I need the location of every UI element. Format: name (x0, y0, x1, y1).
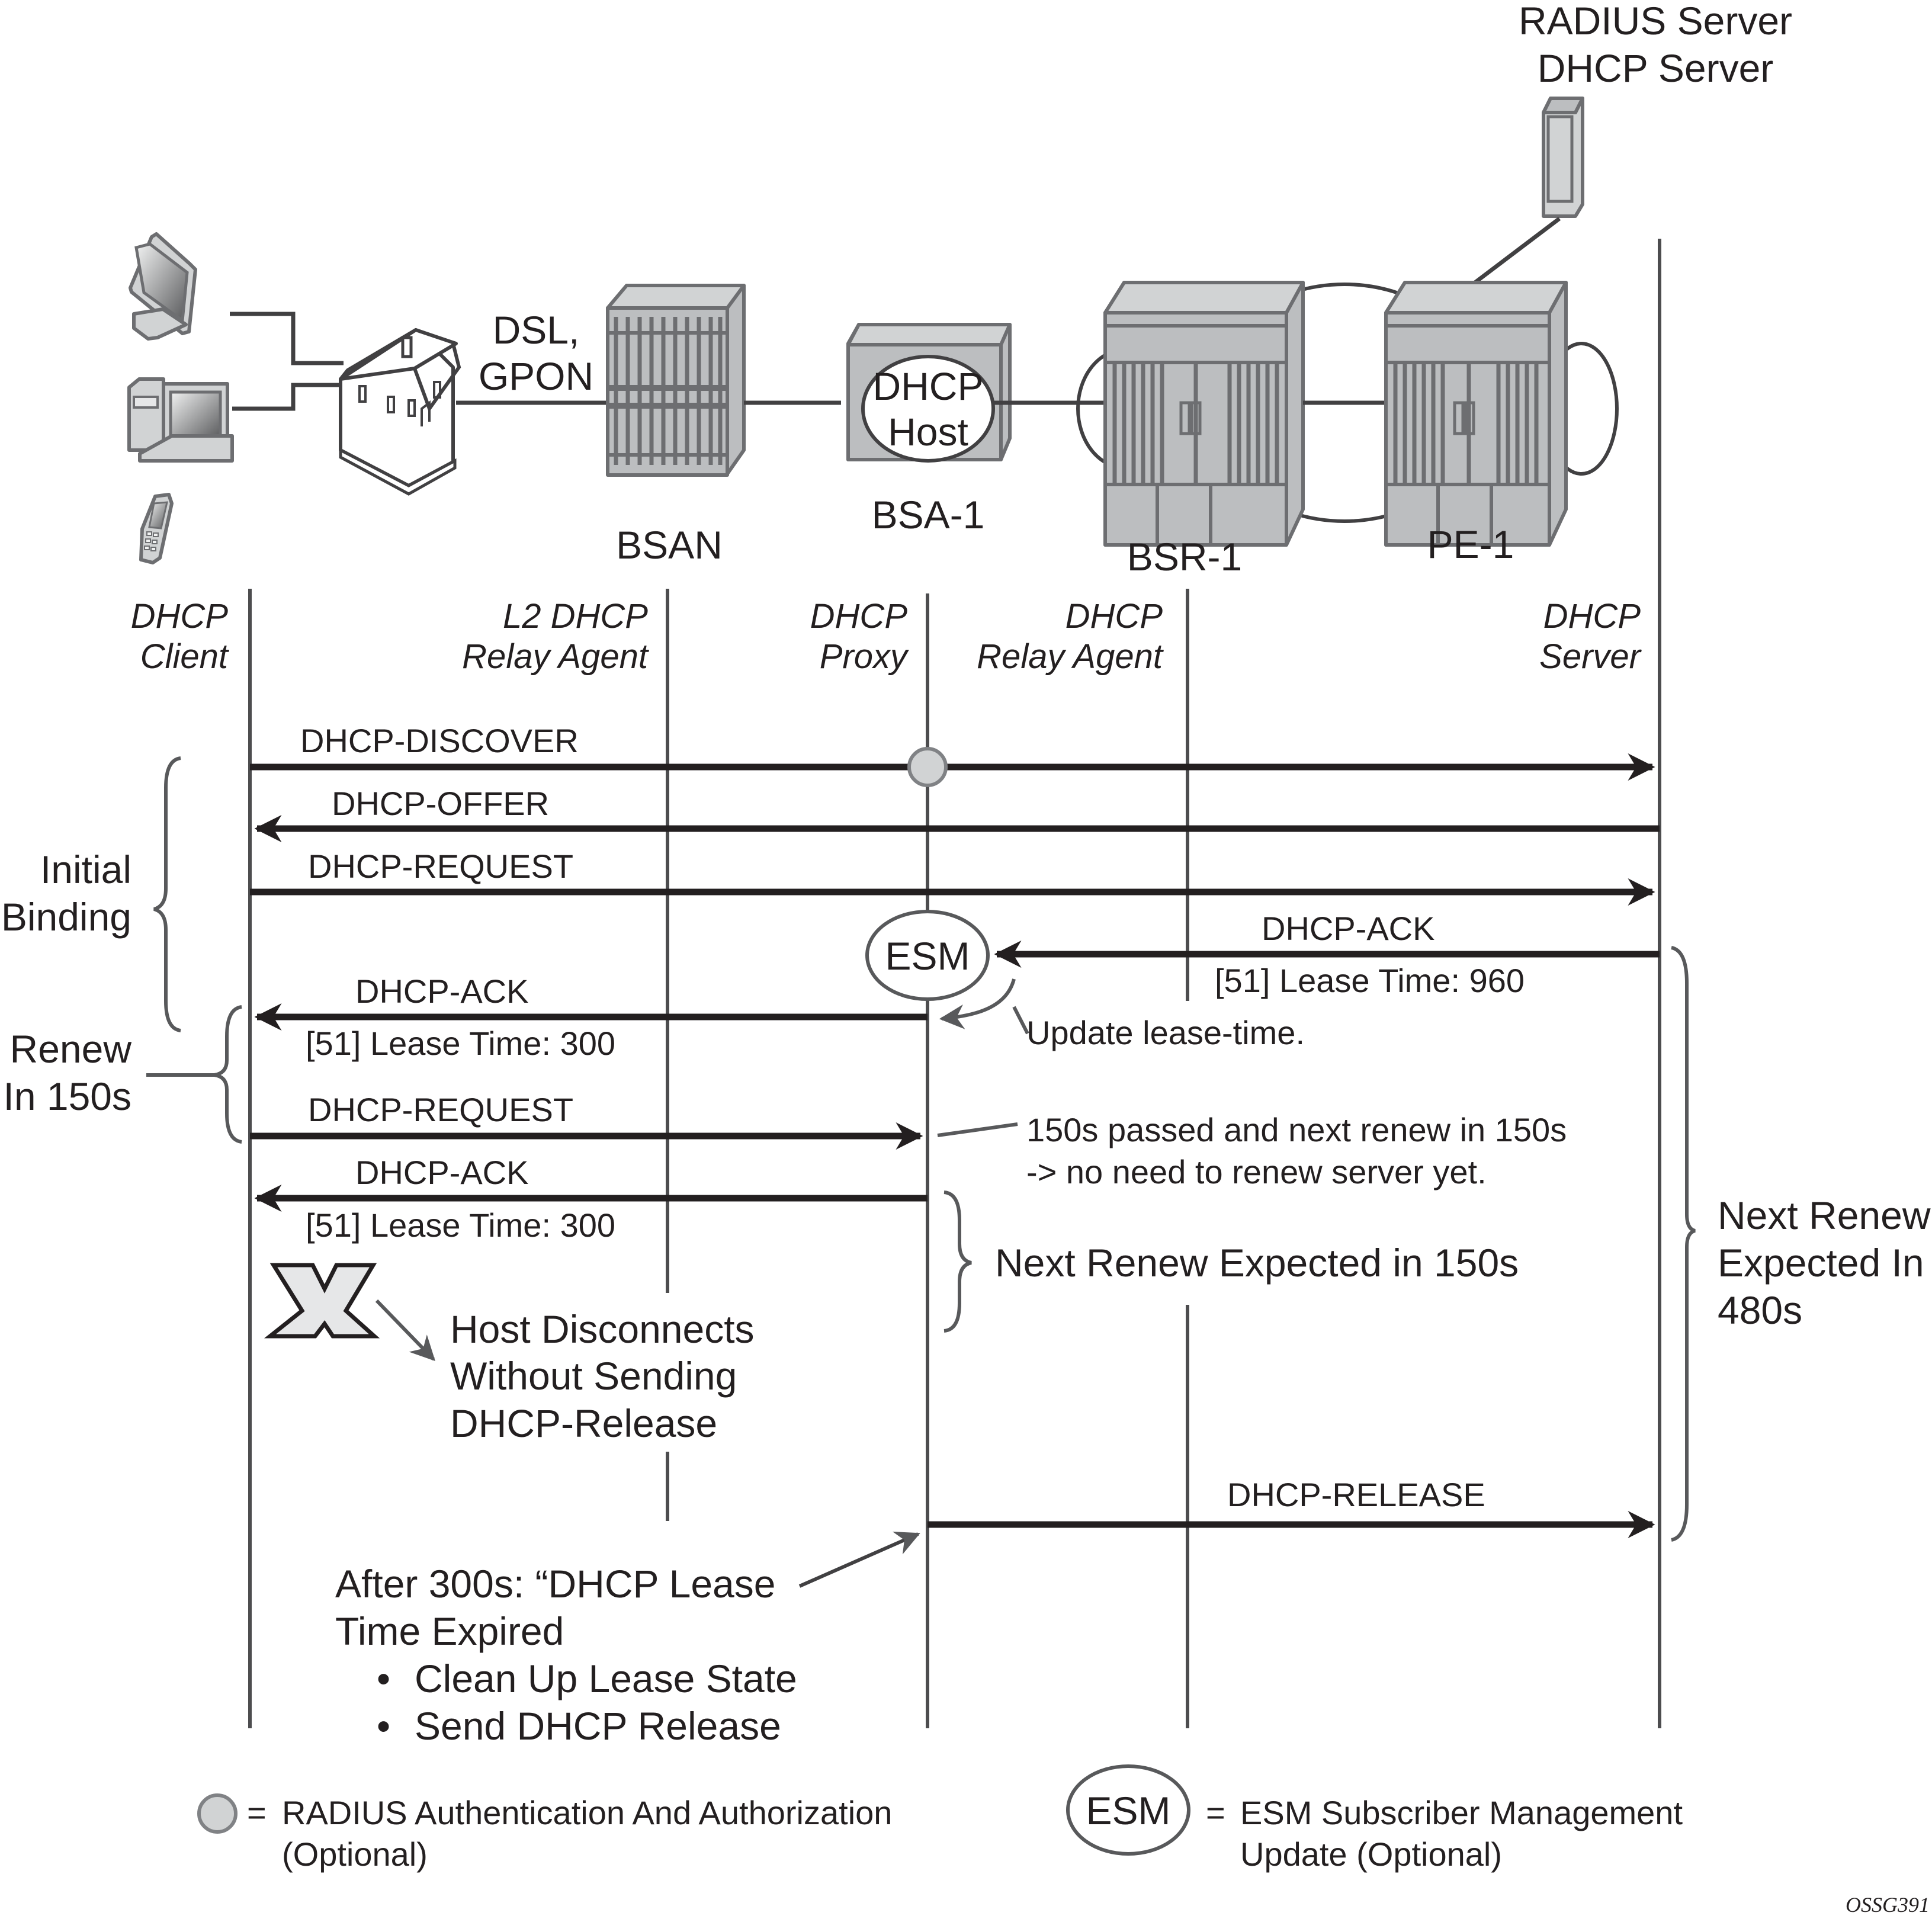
radius-dhcp-server-label: RADIUS Server DHCP Server (1519, 0, 1792, 90)
label-release: DHCP-RELEASE (1227, 1476, 1485, 1513)
renew-label-line2: In 150s (4, 1074, 132, 1118)
desktop-link (232, 383, 344, 411)
label-discover: DHCP-DISCOVER (300, 722, 579, 759)
expired-pointer (798, 1532, 920, 1588)
note-lease-960: [51] Lease Time: 960 (1215, 962, 1525, 999)
role-labels: DHCP Client L2 DHCP Relay Agent DHCP Pro… (131, 597, 1642, 676)
initial-binding-label-line1: Initial (40, 848, 131, 891)
next-renew-480-line3: 480s (1718, 1288, 1802, 1332)
message-renew-request: DHCP-REQUEST (250, 1091, 923, 1150)
bsa-label: BSA-1 (872, 493, 985, 537)
lifelines (248, 239, 1661, 1728)
desktop-computer-icon (127, 377, 234, 463)
pe-label: PE-1 (1427, 522, 1514, 566)
passed-note-line2: -> no need to renew server yet. (1026, 1153, 1487, 1190)
next-renew-480-line1: Next Renew (1718, 1193, 1931, 1237)
label-ack-proxy: DHCP-ACK (355, 973, 528, 1010)
access-link-label-line1: DSL, (493, 308, 580, 352)
message-renew-ack: DHCP-ACK [51] Lease Time: 300 (254, 1154, 928, 1244)
label-renew-request: DHCP-REQUEST (308, 1091, 573, 1128)
next-renew-480-line2: Expected In (1718, 1241, 1924, 1285)
message-release: DHCP-RELEASE (928, 1476, 1655, 1539)
role-server-line1: DHCP (1543, 597, 1641, 636)
mobile-phone-icon (139, 493, 174, 564)
bsr-label: BSR-1 (1127, 535, 1242, 579)
update-lease-pointer (1012, 1006, 1029, 1035)
renew-brace (214, 1005, 242, 1144)
label-request: DHCP-REQUEST (308, 848, 573, 885)
dhcp-server-label: DHCP Server (1538, 46, 1774, 90)
expired-bullet-1: Clean Up Lease State (415, 1657, 797, 1700)
label-offer: DHCP-OFFER (332, 785, 549, 822)
message-ack-proxy: DHCP-ACK [51] Lease Time: 300 (254, 973, 928, 1062)
pe-server-link (1472, 217, 1561, 285)
expired-bullet-1-dot: • (377, 1657, 390, 1700)
role-relay-line2: Relay Agent (977, 637, 1164, 676)
esm-bubble (865, 910, 990, 1001)
label-ack-server: DHCP-ACK (1262, 910, 1434, 947)
radius-auth-marker (907, 747, 948, 787)
monitor-link (230, 312, 344, 365)
server-icon (1542, 97, 1584, 218)
initial-binding-label-line2: Binding (1, 895, 131, 939)
legend-esm-line2: Update (Optional) (1240, 1835, 1502, 1873)
legend-radius-line2: (Optional) (282, 1835, 428, 1873)
legend: = RADIUS Authentication And Authorizatio… (197, 1764, 1683, 1873)
update-lease-curved-arrow (939, 978, 1016, 1029)
bsan-icon (606, 284, 746, 477)
next-renew-480-brace (1671, 946, 1696, 1542)
role-l2-relay-line1: L2 DHCP (503, 597, 648, 636)
role-client-line2: Client (140, 637, 230, 676)
bsr-router-icon (1103, 281, 1305, 547)
legend-radius-line1: RADIUS Authentication And Authorization (282, 1794, 892, 1831)
legend-radius-marker (197, 1793, 238, 1834)
legend-esm-symbol: ESM (1086, 1789, 1170, 1833)
home-gateway-icon (339, 328, 461, 496)
legend-esm-equals: = (1206, 1794, 1225, 1831)
legend-esm-line1: ESM Subscriber Management (1240, 1794, 1683, 1831)
access-link-label-line2: GPON (479, 354, 593, 398)
role-server-line2: Server (1539, 637, 1642, 676)
message-request: DHCP-REQUEST (250, 848, 1655, 906)
message-offer: DHCP-OFFER (254, 785, 1660, 843)
role-relay-line1: DHCP (1066, 597, 1163, 636)
next-renew-150-note: Next Renew Expected in 150s (995, 1241, 1519, 1285)
note-lease-300-first: [51] Lease Time: 300 (306, 1025, 615, 1062)
role-proxy-line2: Proxy (820, 637, 909, 676)
disconnect-icon (264, 1263, 380, 1339)
dhcp-host-label-line1: DHCP (872, 364, 983, 408)
figure-id: OSSG391 (1846, 1893, 1930, 1917)
bsan-label: BSAN (616, 523, 723, 567)
disconnect-note-line3: DHCP-Release (450, 1401, 717, 1445)
renew-label-line1: Renew (10, 1027, 132, 1071)
radius-server-label: RADIUS Server (1519, 0, 1792, 43)
pe-router-icon (1384, 281, 1568, 547)
label-renew-ack: DHCP-ACK (355, 1154, 528, 1191)
legend-esm-bubble (1066, 1764, 1190, 1856)
message-ack-server: DHCP-ACK [51] Lease Time: 960 (994, 910, 1660, 999)
initial-binding-brace (153, 756, 181, 1032)
disconnect-pointer (375, 1299, 435, 1362)
passed-note-line1: 150s passed and next renew in 150s (1026, 1111, 1567, 1148)
passed-pointer (937, 1122, 1018, 1137)
expired-note-line2: Time Expired (335, 1609, 564, 1653)
next-renew-150-brace (943, 1190, 972, 1333)
legend-radius-equals: = (247, 1794, 267, 1831)
disconnect-note-line2: Without Sending (450, 1354, 737, 1398)
expired-note-line1: After 300s: “DHCP Lease (335, 1562, 775, 1606)
expired-bullet-2: Send DHCP Release (415, 1704, 781, 1748)
expired-bullet-2-dot: • (377, 1704, 390, 1748)
role-l2-relay-line2: Relay Agent (462, 637, 650, 676)
monitor-icon (129, 232, 197, 341)
update-lease-note: Update lease-time. (1026, 1014, 1305, 1051)
message-discover: DHCP-DISCOVER (250, 722, 1655, 781)
role-proxy-line1: DHCP (810, 597, 908, 636)
esm-label: ESM (885, 934, 970, 978)
dhcp-host-label-line2: Host (888, 410, 968, 454)
note-lease-300-second: [51] Lease Time: 300 (306, 1206, 615, 1244)
dhcp-host-bubble (861, 355, 995, 463)
role-client-line1: DHCP (131, 597, 229, 636)
disconnect-note-line1: Host Disconnects (450, 1307, 755, 1351)
